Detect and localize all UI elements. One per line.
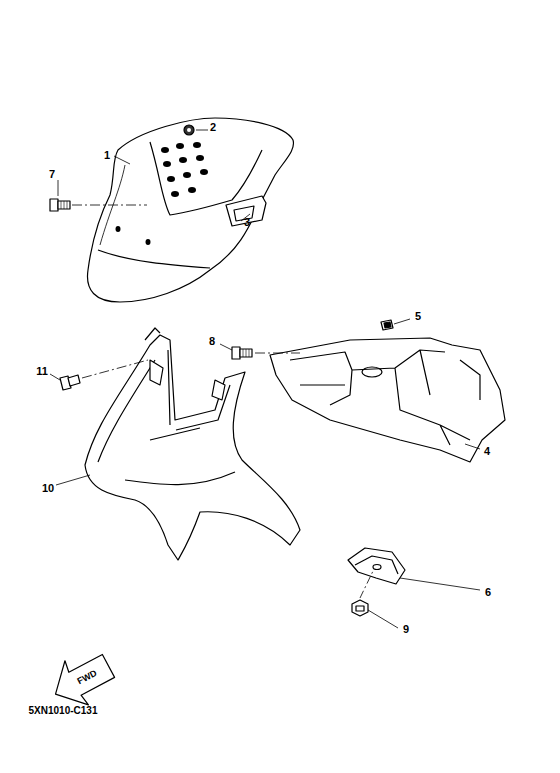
callout-number: 5: [415, 311, 421, 322]
callout-number: 4: [484, 446, 490, 457]
callout-number: 1: [104, 150, 110, 161]
drawing-code: 5XN1010-C131: [29, 706, 98, 716]
callout-number: 6: [485, 587, 491, 598]
callout-number: 3: [244, 217, 250, 228]
callout-number: 10: [42, 483, 54, 494]
callout-number: 11: [36, 366, 48, 377]
callout-number: 9: [403, 624, 409, 635]
callout-number: 2: [210, 122, 216, 133]
callout-number: 7: [49, 169, 55, 180]
callout-number: 8: [209, 336, 215, 347]
